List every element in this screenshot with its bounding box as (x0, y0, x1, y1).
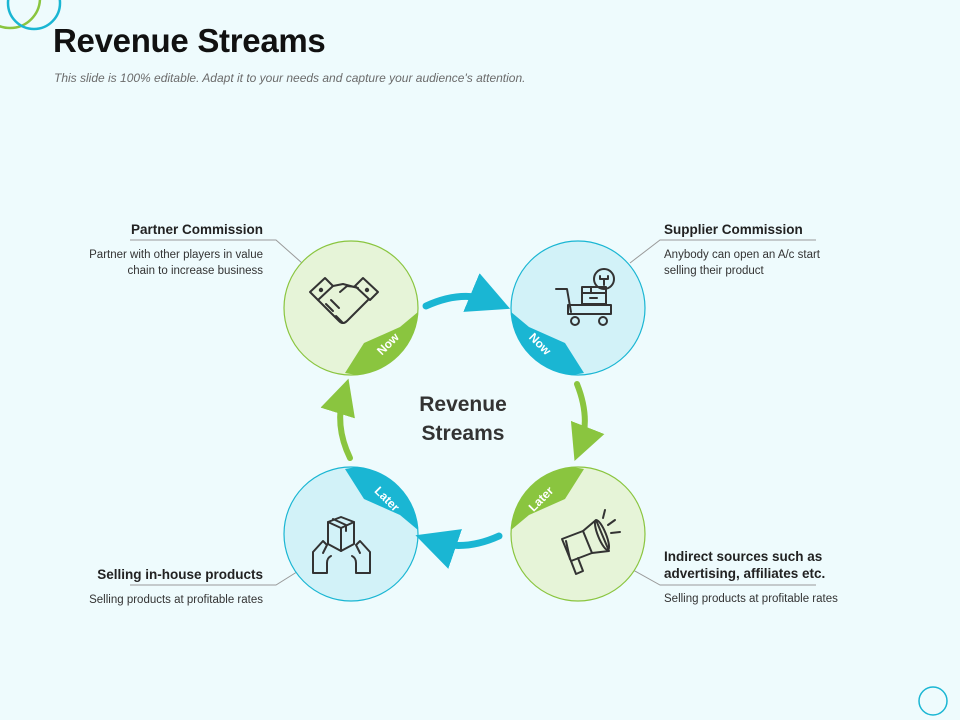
supplier-commission-block: Supplier Commission Anybody can open an … (664, 221, 854, 279)
handshake-icon (309, 277, 379, 324)
megaphone-icon (561, 509, 621, 575)
corner-decoration-bottom-right (918, 686, 948, 716)
page-subtitle: This slide is 100% editable. Adapt it to… (54, 71, 526, 85)
indirect-sources-heading: Indirect sources such as advertising, af… (664, 549, 826, 581)
inhouse-products-description: Selling products at profitable rates (89, 594, 263, 606)
partner-commission-block: Partner Commission Partner with other pl… (63, 221, 263, 279)
badge-inhouse-shape (345, 467, 418, 530)
badge-indirect-shape (511, 467, 584, 530)
indirect-sources-block: Indirect sources such as advertising, af… (664, 548, 864, 607)
partner-commission-heading: Partner Commission (130, 222, 263, 237)
arrow-top (422, 273, 511, 312)
badge-supplier-shape (511, 312, 584, 375)
partner-commission-description: Partner with other players in value chai… (89, 249, 263, 277)
arrow-left (320, 378, 355, 461)
box-in-hands-icon (312, 516, 371, 574)
page-title: Revenue Streams (53, 22, 326, 59)
center-label-line2: Streams (422, 422, 505, 445)
arrow-right (570, 381, 605, 461)
inhouse-products-block: Selling in-house products Selling produc… (43, 566, 263, 608)
trolley-cart-icon (555, 268, 615, 326)
corner-decoration-top-left (0, 0, 62, 31)
supplier-commission-description: Anybody can open an A/c start selling th… (664, 249, 820, 277)
center-label-line1: Revenue (419, 393, 507, 416)
badge-partner-shape (345, 312, 418, 375)
indirect-sources-description: Selling products at profitable rates (664, 593, 838, 605)
inhouse-products-heading: Selling in-house products (97, 567, 263, 582)
arrow-bottom (415, 529, 503, 569)
leader-lines (130, 239, 816, 586)
supplier-commission-heading: Supplier Commission (664, 222, 803, 237)
